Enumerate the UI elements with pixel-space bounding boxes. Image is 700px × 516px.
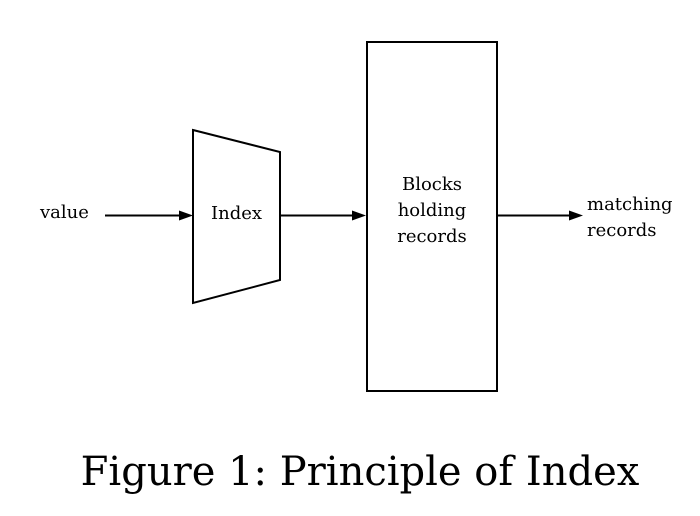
arrow-blocks-to-matching-head-icon — [569, 210, 583, 221]
arrow-index-to-blocks-head-icon — [352, 210, 366, 221]
blocks-rectangle — [366, 41, 498, 392]
arrow-value-to-index-head-icon — [179, 210, 193, 221]
blocks-holding-records-label: Blocks holding records — [397, 174, 467, 247]
value-label: value — [40, 202, 89, 223]
matching-records-label: matching records — [587, 194, 673, 241]
index-label: Index — [210, 203, 263, 224]
figure-caption: Figure 1: Principle of Index — [80, 449, 640, 495]
index-trapezoid — [192, 128, 281, 305]
